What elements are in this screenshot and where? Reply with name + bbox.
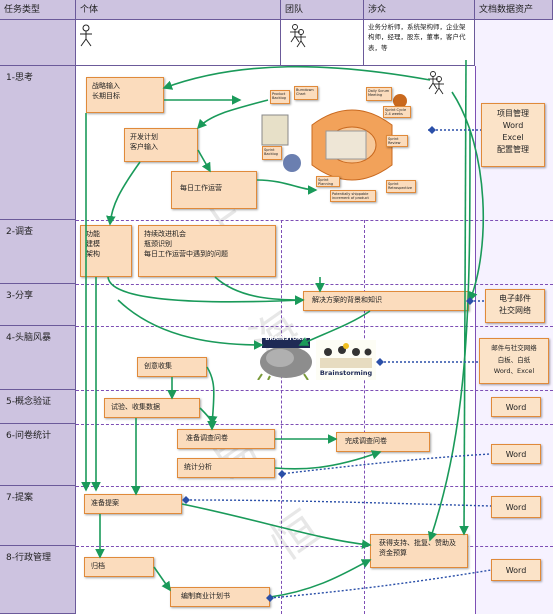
watermark: 恒 (260, 500, 330, 571)
header-team: 团队 (281, 0, 364, 20)
stakeholders-desc: 业务分析师，系统架构师，企业架构师，经理，股东，董事，客户代表，等 (364, 20, 475, 66)
doc-share-social: 社交网络 (499, 306, 531, 315)
get-support-line-1: 获得支持、批复、赞助及 (379, 539, 456, 547)
doc-think-excel: Excel (502, 133, 524, 142)
person-icon (80, 24, 92, 47)
row-divider (76, 220, 553, 221)
trial-data-box: 试验、收集数据 (104, 398, 200, 418)
scrum-product-backlog: Product Backlog (270, 90, 290, 104)
row-divider (76, 424, 553, 425)
col-divider (281, 220, 282, 614)
strategy-input-box: 战略输入 长期目标 (86, 77, 164, 113)
brainstorm-logo (257, 338, 312, 380)
row-divider (76, 326, 553, 327)
doc-think-config: 配置管理 (497, 145, 529, 154)
row-divider (76, 546, 553, 547)
doc-share: 电子邮件 社交网络 (485, 289, 545, 323)
doc-survey: Word (491, 444, 541, 464)
team-icon (290, 24, 306, 48)
strategy-line-2: 长期目标 (92, 92, 120, 101)
team-header-cell (281, 20, 364, 66)
header-doc-assets: 文档数据资产 (475, 0, 553, 20)
row-label-proposal: 7-提案 (0, 486, 76, 546)
get-support-line-2: 资金预算 (379, 549, 407, 558)
row-label-share: 3-分享 (0, 284, 76, 326)
scrum-sprint-backlog: Sprint Backlog (262, 146, 282, 160)
doc-brainstorm: 邮件与社交网络 白板、白纸 Word、Excel (479, 338, 549, 384)
stakeholder-team-icon (428, 71, 444, 95)
scrum-review: Sprint Review (386, 135, 408, 147)
brainstorming-photo (316, 340, 376, 380)
row-label-brainstorm: 4-头脑风暴 (0, 326, 76, 390)
scrum-shippable: Potentially shippable increment of produ… (330, 190, 376, 202)
header-stakeholders: 涉众 (364, 0, 475, 20)
col-divider (475, 66, 476, 614)
scrum-daily-meeting: Daily Scrum Meeting (366, 87, 392, 101)
scrum-cycle: Sprint Cycle 2-4 weeks (383, 106, 411, 118)
dev-plan-line-1: 开发计划 (130, 133, 158, 141)
row-label-think: 1-思考 (0, 66, 76, 220)
individual-header-cell (76, 20, 281, 66)
dev-plan-box: 开发计划 客户输入 (124, 128, 198, 162)
brainstorm-logo-text: BRAINSTORM (265, 336, 307, 342)
doc-brainstorm-social: 邮件与社交网络 (491, 344, 537, 352)
header-task-type: 任务类型 (0, 0, 76, 20)
row-divider (76, 284, 553, 285)
brainstorming-photo-text: Brainstorming (319, 369, 373, 377)
get-support-box: 获得支持、批复、赞助及 资金预算 (370, 534, 468, 568)
scrum-burndown: Burndown Chart (294, 86, 318, 100)
share-background-box: 解决方案的背景和知识 (303, 291, 469, 311)
header-blank (0, 20, 76, 66)
row-label-survey: 6-问卷统计 (0, 424, 76, 486)
research-item-bottleneck: 瓶颈识别 (144, 240, 172, 249)
research-item-function: 功能 (86, 230, 100, 238)
scrum-retro: Sprint Retrospective (386, 180, 416, 193)
research-item-issues: 每日工作运营中遇到的问题 (144, 250, 228, 259)
business-plan-box: 编制商业计划书 (170, 587, 270, 607)
research-main-box: 持续改进机会 瓶颈识别 每日工作运营中遇到的问题 (138, 225, 276, 277)
prepare-questionnaire-box: 准备调查问卷 (177, 429, 275, 449)
doc-brainstorm-office: Word、Excel (493, 367, 535, 376)
research-item-improvement: 持续改进机会 (144, 230, 186, 238)
doc-brainstorm-whiteboard: 白板、白纸 (497, 355, 531, 364)
doc-think-word: Word (502, 121, 524, 130)
row-label-admin: 8-行政管理 (0, 546, 76, 614)
research-item-architecture: 架构 (86, 250, 100, 259)
doc-think: 项目管理 Word Excel 配置管理 (481, 103, 545, 167)
dev-plan-line-2: 客户输入 (130, 143, 158, 152)
doc-poc: Word (491, 397, 541, 417)
doc-proposal: Word (491, 496, 541, 518)
doc-share-email: 电子邮件 (499, 294, 531, 303)
row-divider (76, 390, 553, 391)
scrum-planning: Sprint Planning (316, 176, 340, 187)
doc-think-pm: 项目管理 (497, 109, 529, 118)
statistical-analysis-box: 统计分析 (177, 458, 275, 478)
idea-collection-box: 创意收集 (137, 357, 207, 377)
doc-admin: Word (491, 559, 541, 581)
row-divider (76, 486, 553, 487)
row-label-poc: 5-概念验证 (0, 390, 76, 424)
research-left-box: 功能 建模 架构 (80, 225, 132, 277)
header-individual: 个体 (76, 0, 281, 20)
strategy-line-1: 战略输入 (92, 82, 120, 90)
research-item-modeling: 建模 (86, 240, 100, 249)
daily-ops-box: 每日工作运营 (171, 171, 257, 209)
complete-questionnaire-box: 完成调查问卷 (336, 432, 430, 452)
row-label-research: 2-调查 (0, 220, 76, 284)
prepare-proposal-box: 准备提案 (84, 494, 182, 514)
col-divider (364, 220, 365, 614)
archive-box: 归档 (84, 557, 154, 577)
